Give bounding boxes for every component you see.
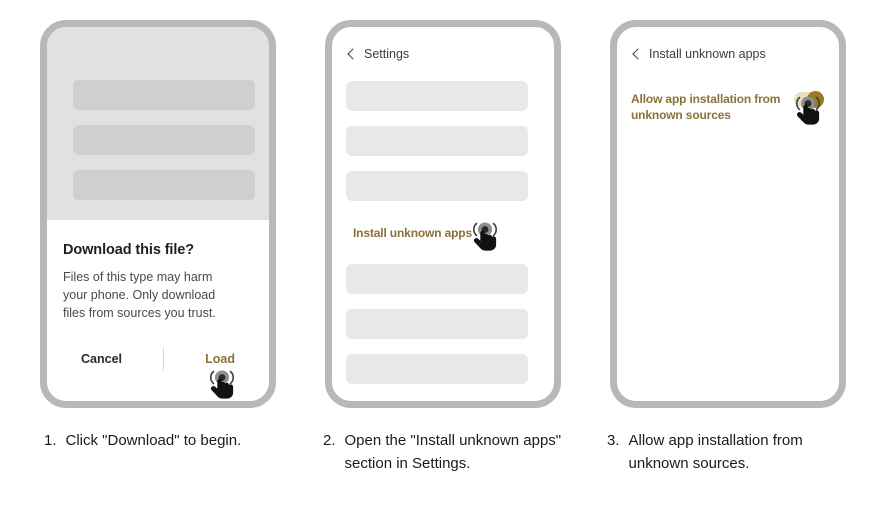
topbar-title: Install unknown apps [649, 47, 766, 61]
chevron-left-icon[interactable] [346, 49, 357, 60]
phone-3-topbar: Install unknown apps [631, 47, 766, 61]
step-number: 3. [607, 432, 620, 449]
skeleton-bar [346, 354, 528, 384]
phone-1-screen: Download this file? Files of this type m… [47, 27, 269, 401]
dialog-body-text: Files of this type may harm your phone. … [63, 270, 216, 320]
skeleton-bar [346, 264, 528, 294]
load-button[interactable]: Load [205, 352, 235, 366]
skeleton-bar [73, 125, 255, 155]
phone-mockup-step-1: Download this file? Files of this type m… [40, 20, 276, 408]
skeleton-bar [346, 126, 528, 156]
phone-mockup-step-2: Settings Install unknown apps [325, 20, 561, 408]
cancel-button[interactable]: Cancel [81, 352, 122, 366]
dialog-title: Download this file? [63, 242, 195, 258]
skeleton-bar [73, 80, 255, 110]
skeleton-bar [346, 171, 528, 201]
topbar-title: Settings [364, 47, 410, 61]
phone-2-topbar: Settings [346, 47, 409, 61]
action-divider [163, 347, 165, 371]
step-number: 1. [44, 432, 57, 449]
step-number: 2. [323, 432, 336, 449]
toggle-switch-on-icon[interactable] [794, 91, 824, 108]
dialog-action-row: Cancel Load [63, 347, 253, 371]
download-dialog: Download this file? Files of this type m… [47, 220, 269, 401]
skeleton-bar [346, 81, 528, 111]
allow-unknown-sources-row[interactable]: Allow app installation from unknown sour… [631, 91, 827, 123]
step-text: Open the "Install unknown apps" section … [344, 432, 562, 472]
skeleton-bar [73, 170, 255, 200]
skeleton-bar [346, 309, 528, 339]
allow-unknown-sources-label: Allow app installation from unknown sour… [631, 92, 781, 122]
settings-item-install-unknown-apps[interactable]: Install unknown apps [353, 226, 473, 240]
step-caption-1: 1. Click "Download" to begin. [44, 429, 294, 452]
phone-2-screen: Settings Install unknown apps [332, 27, 554, 401]
step-caption-3: 3. Allow app installation from unknown s… [607, 429, 842, 475]
phone-mockup-step-3: Install unknown apps Allow app installat… [610, 20, 846, 408]
phone-3-screen: Install unknown apps Allow app installat… [617, 27, 839, 401]
step-text: Allow app installation from unknown sour… [628, 432, 803, 472]
step-caption-2: 2. Open the "Install unknown apps" secti… [323, 429, 571, 475]
step-text: Click "Download" to begin. [65, 432, 242, 449]
chevron-left-icon[interactable] [631, 49, 642, 60]
toggle-knob [807, 91, 824, 108]
